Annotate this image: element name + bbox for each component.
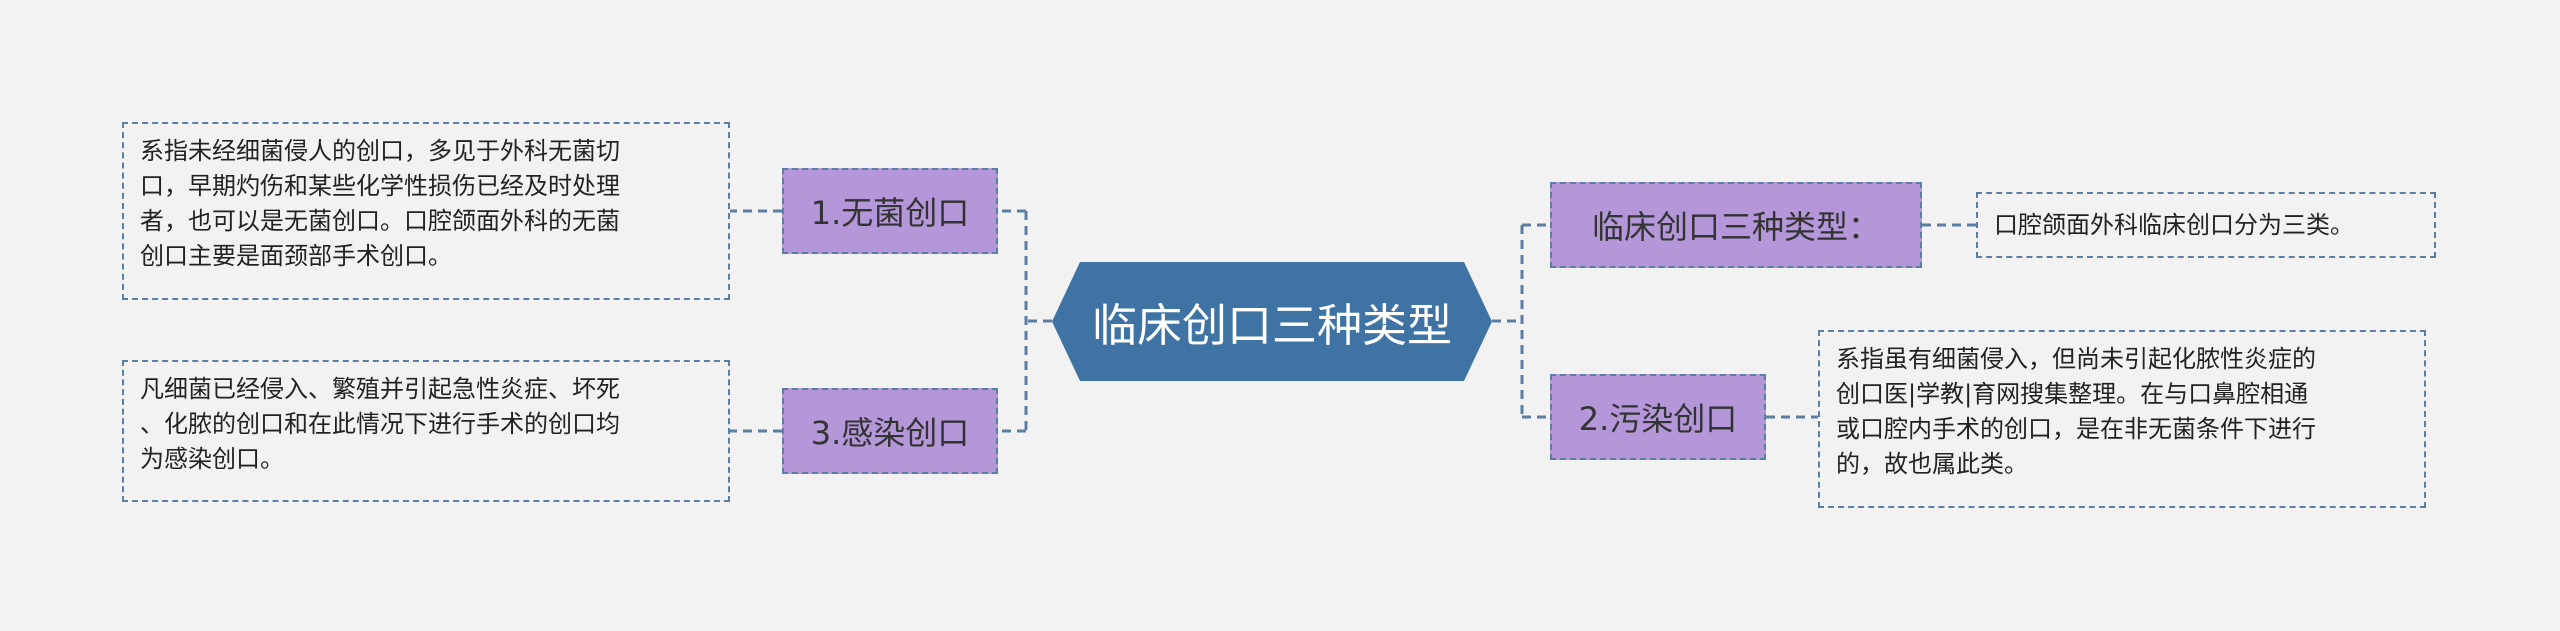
leaf-line: 或口腔内手术的创口，是在非无菌条件下进行	[1836, 415, 2316, 443]
leaf-contaminated-description[interactable]: 系指虽有细菌侵入，但尚未引起化脓性炎症的 创口医|学教|育网搜集整理。在与口鼻腔…	[1818, 330, 2426, 508]
branch-wound-types[interactable]: 临床创口三种类型：	[1550, 182, 1922, 268]
leaf-line: 口，早期灼伤和某些化学性损伤已经及时处理	[140, 172, 620, 200]
leaf-line: 创口主要是面颈部手术创口。	[140, 242, 452, 270]
leaf-line: 系指虽有细菌侵入，但尚未引起化脓性炎症的	[1836, 345, 2316, 373]
branch-contaminated-wound[interactable]: 2.污染创口	[1550, 374, 1766, 460]
branch-contaminated-wound-label: 2.污染创口	[1578, 400, 1738, 438]
branch-sterile-wound[interactable]: 1.无菌创口	[782, 168, 998, 254]
leaf-infected-description[interactable]: 凡细菌已经侵入、繁殖并引起急性炎症、坏死 、化脓的创口和在此情况下进行手术的创口…	[122, 360, 730, 502]
leaf-types-description[interactable]: 口腔颌面外科临床创口分为三类。	[1976, 192, 2436, 258]
leaf-line: 凡细菌已经侵入、繁殖并引起急性炎症、坏死	[140, 375, 620, 403]
center-topic-label: 临床创口三种类型	[1091, 299, 1452, 352]
branch-infected-wound-label: 3.感染创口	[810, 414, 970, 452]
leaf-line: 的，故也属此类。	[1836, 450, 2028, 478]
leaf-line: 者，也可以是无菌创口。口腔颌面外科的无菌	[140, 207, 620, 235]
leaf-line: 、化脓的创口和在此情况下进行手术的创口均	[140, 410, 620, 438]
branch-wound-types-label: 临床创口三种类型：	[1591, 208, 1880, 246]
leaf-sterile-description[interactable]: 系指未经细菌侵人的创口，多见于外科无菌切 口，早期灼伤和某些化学性损伤已经及时处…	[122, 122, 730, 300]
leaf-line: 为感染创口。	[140, 445, 284, 473]
leaf-line: 创口医|学教|育网搜集整理。在与口鼻腔相通	[1836, 380, 2309, 408]
leaf-line: 系指未经细菌侵人的创口，多见于外科无菌切	[140, 137, 620, 165]
branch-infected-wound[interactable]: 3.感染创口	[782, 388, 998, 474]
center-topic[interactable]: 临床创口三种类型	[1052, 262, 1492, 381]
branch-sterile-wound-label: 1.无菌创口	[810, 194, 970, 232]
leaf-line: 口腔颌面外科临床创口分为三类。	[1994, 211, 2354, 239]
